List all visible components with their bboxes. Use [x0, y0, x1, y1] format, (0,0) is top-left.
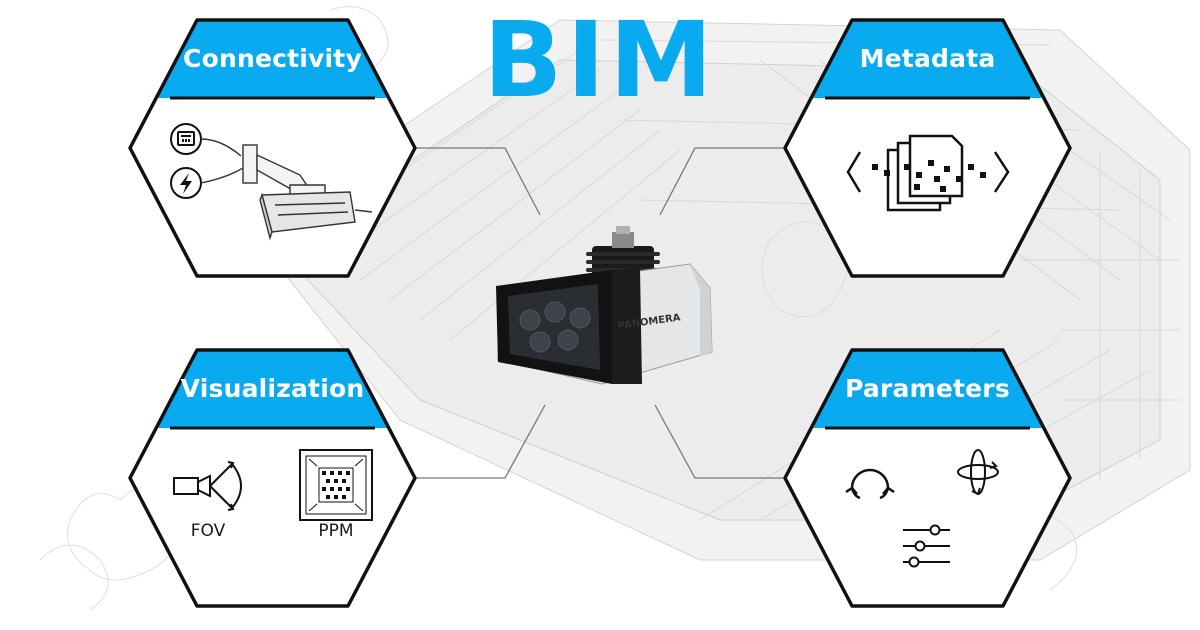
hexagon-title-connectivity: Connectivity: [183, 44, 362, 73]
fov-label: FOV: [190, 521, 226, 541]
connector-lines: [415, 147, 785, 479]
hexagon-title-visualization: Visualization: [180, 374, 365, 403]
panomera-camera-image: PANOMERA: [496, 226, 713, 385]
camera-fov-icon: [173, 461, 242, 511]
bim-title: BIM: [483, 0, 717, 121]
ppm-grid-icon: [299, 449, 373, 521]
code-brackets-data-files-icon: [846, 134, 1010, 212]
rotate-icon: [845, 468, 895, 500]
rotate-3d-icon: [957, 449, 999, 496]
sliders-icon: [903, 524, 950, 568]
wall-mounted-camera-icon: [200, 138, 373, 241]
ppm-label: PPM: [318, 521, 354, 541]
hexagon-title-metadata: Metadata: [859, 44, 996, 73]
hexagon-title-parameters: Parameters: [845, 374, 1010, 403]
